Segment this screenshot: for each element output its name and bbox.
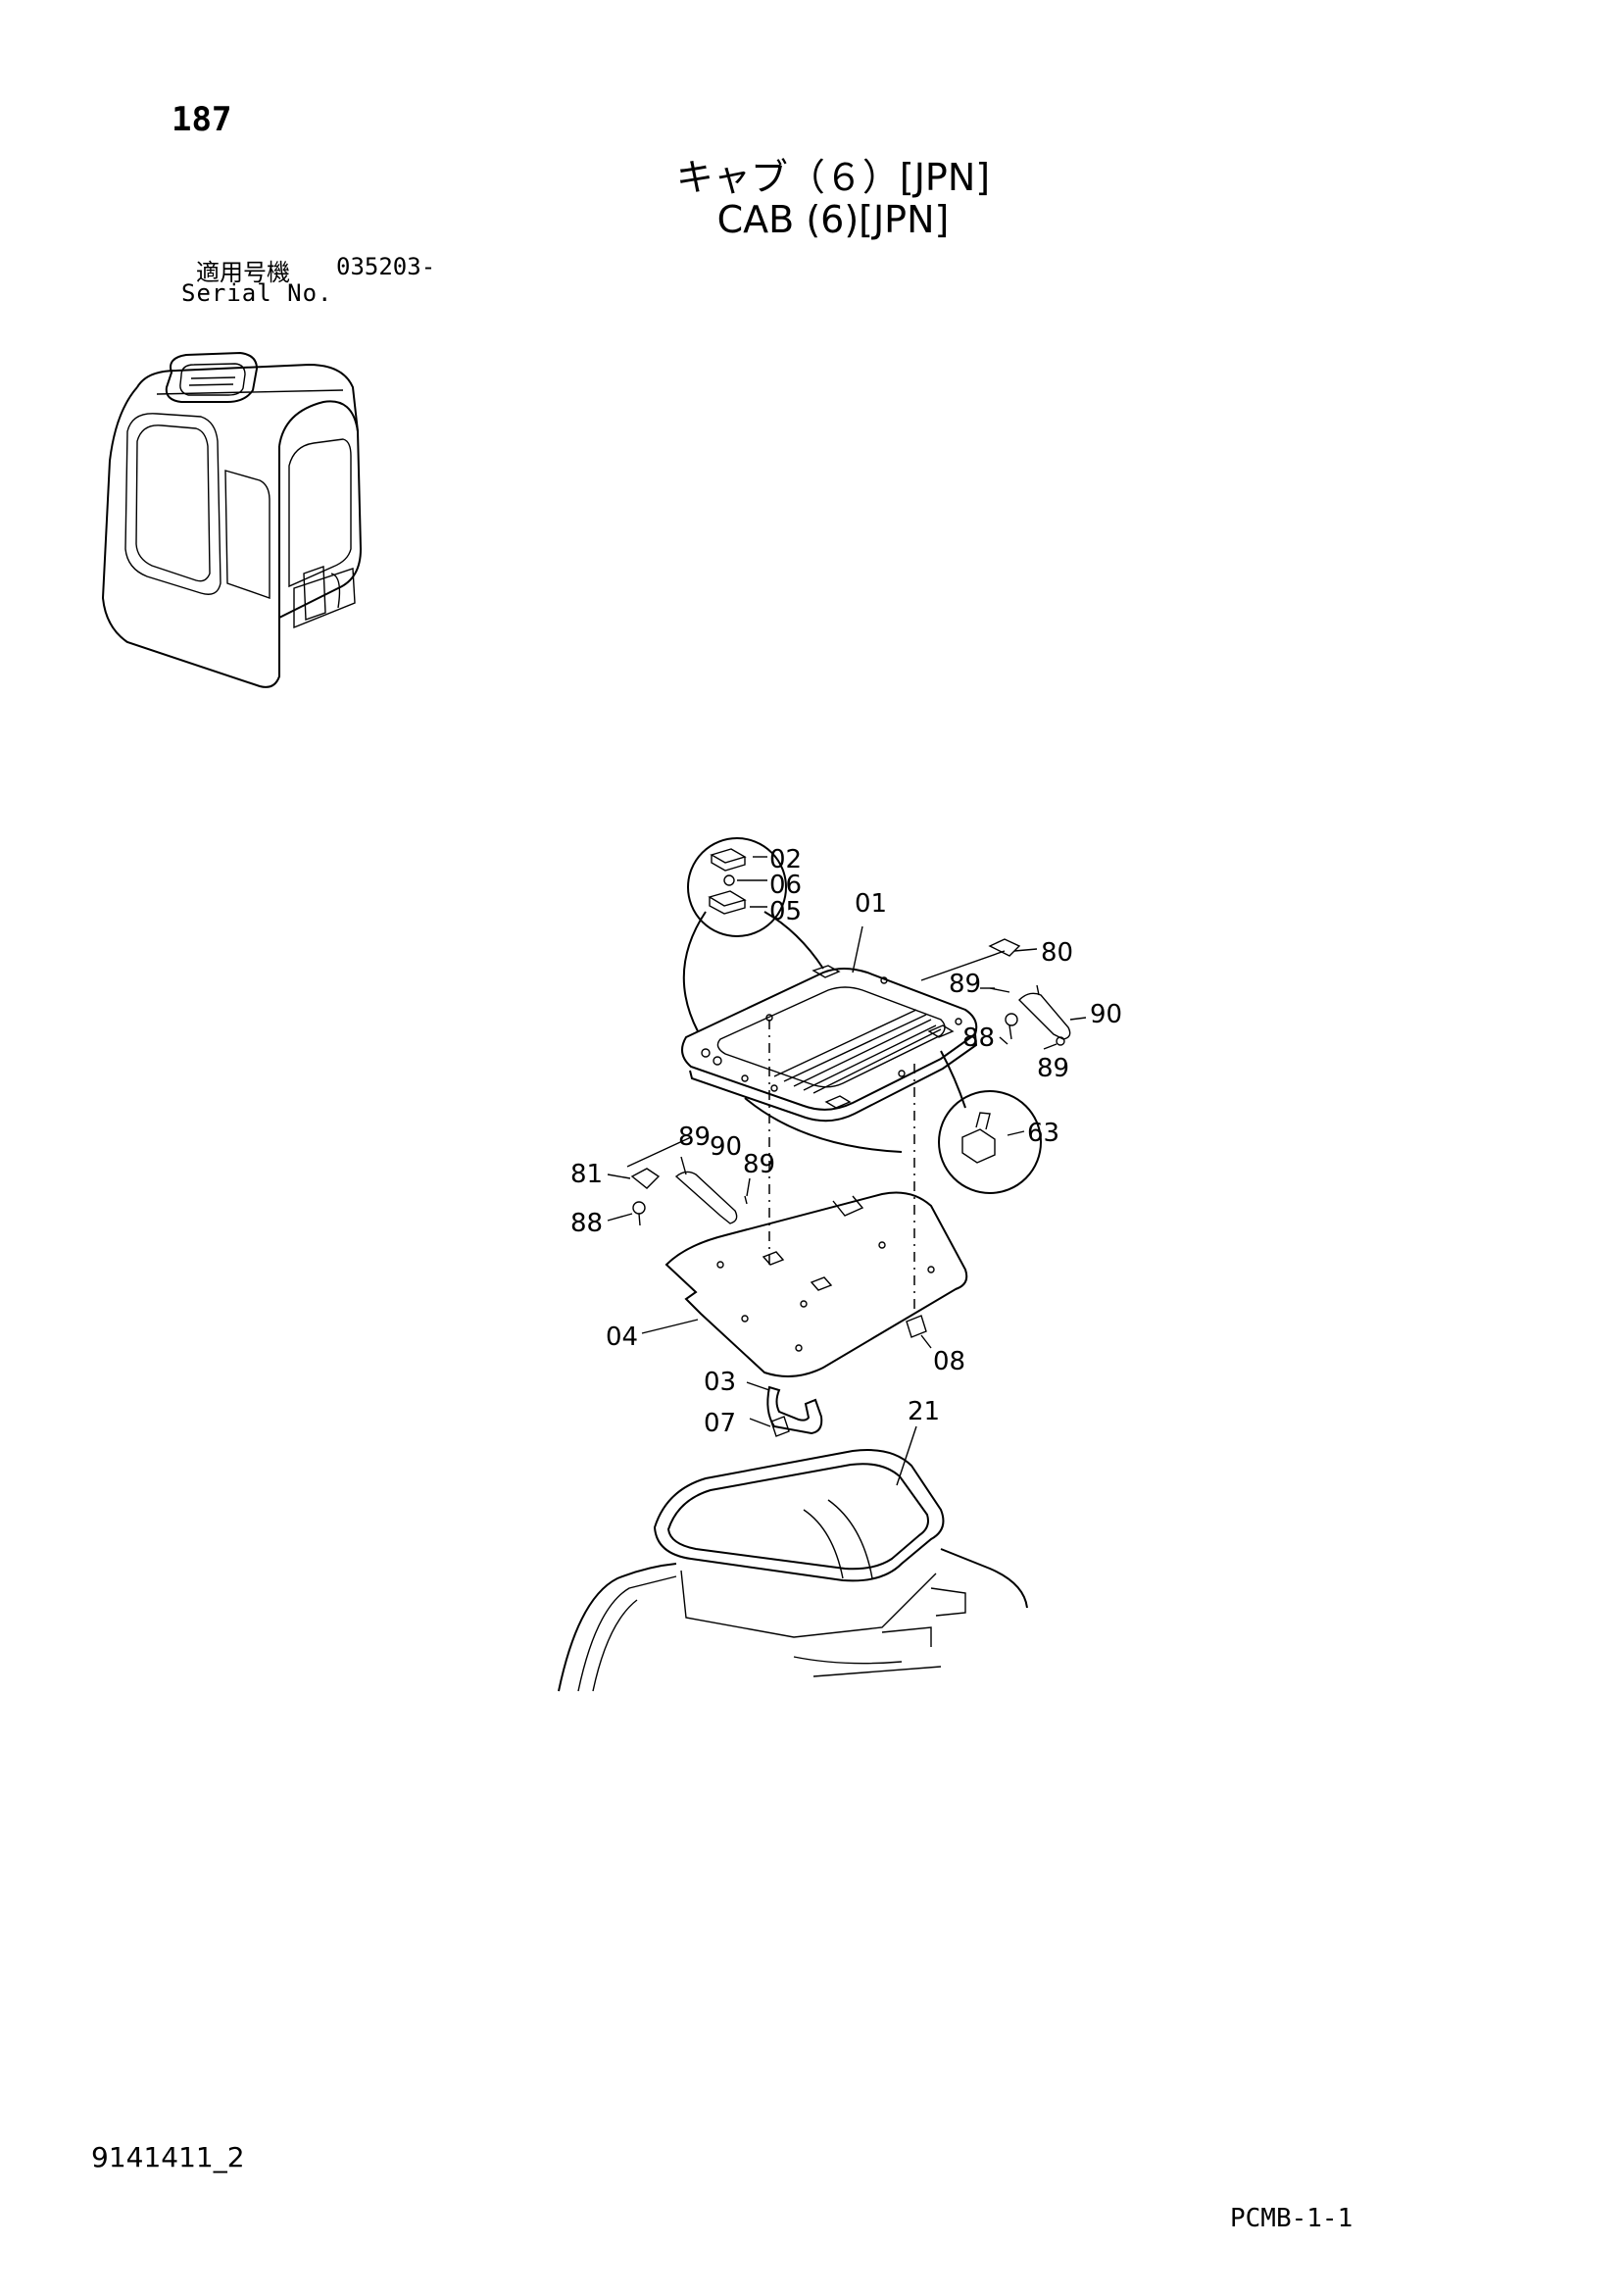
callout-89-left-bottom: 89	[743, 1150, 775, 1179]
callout-81: 81	[570, 1160, 603, 1189]
roof-hatch-assembly	[558, 837, 1087, 1692]
callout-02: 02	[769, 845, 802, 874]
callout-80: 80	[1041, 938, 1073, 968]
page-number: 187	[172, 100, 232, 139]
callout-88-right: 88	[962, 1023, 995, 1053]
cab-overview-thumbnail	[101, 351, 363, 688]
callout-05: 05	[769, 897, 802, 926]
serial-label-english: Serial No.	[181, 279, 333, 307]
callout-63: 63	[1027, 1119, 1059, 1148]
callout-89-left-top: 89	[678, 1123, 711, 1152]
serial-number-value: 035203-	[336, 253, 436, 280]
callout-88-left: 88	[570, 1209, 603, 1238]
page-title-english: CAB (6)[JPN]	[716, 198, 950, 241]
callout-04: 04	[606, 1323, 638, 1352]
page-code: PCMB-1-1	[1230, 2204, 1353, 2233]
callout-21: 21	[908, 1397, 940, 1426]
serial-label-japanese: 適用号機	[196, 259, 290, 286]
callout-90-left: 90	[710, 1132, 742, 1162]
page-title-japanese: キャブ（６）[JPN]	[675, 156, 991, 199]
callout-07: 07	[704, 1409, 736, 1438]
callout-01: 01	[855, 889, 887, 919]
callout-03: 03	[704, 1368, 736, 1397]
callout-90-right: 90	[1090, 1000, 1122, 1029]
callout-06: 06	[769, 871, 802, 900]
callout-89-right-top: 89	[949, 970, 981, 999]
callout-89-right-bottom: 89	[1037, 1054, 1069, 1083]
callout-08: 08	[933, 1347, 965, 1376]
document-code: 9141411_2	[91, 2141, 245, 2173]
